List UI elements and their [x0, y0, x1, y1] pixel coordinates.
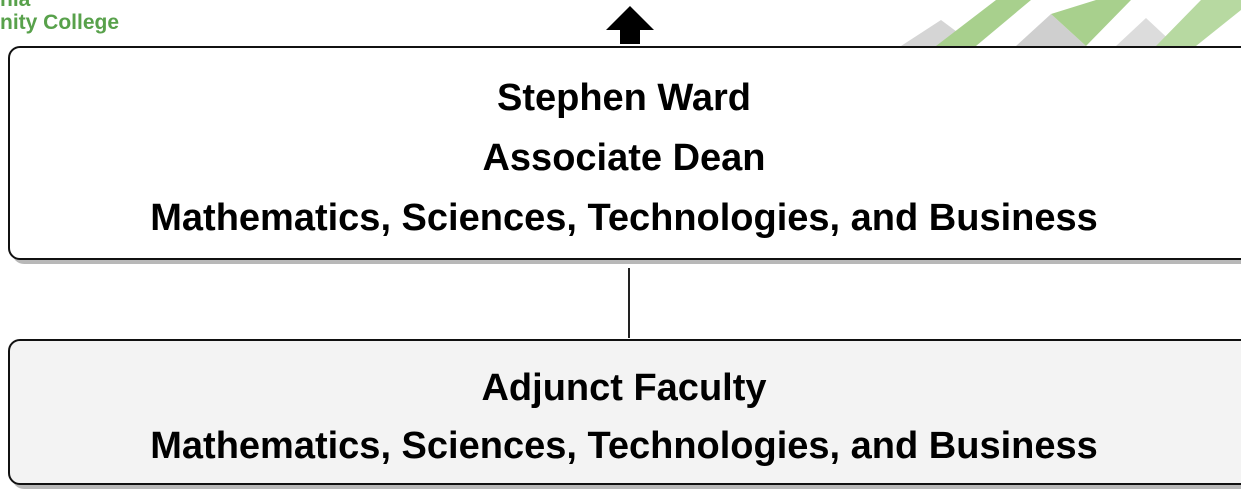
dean-title: Associate Dean — [482, 137, 766, 179]
connector-line — [628, 268, 630, 338]
logo-line-2: nity College — [0, 11, 120, 34]
decor-shape-green-2 — [1051, 0, 1131, 46]
faculty-box: Adjunct Faculty Mathematics, Sciences, T… — [8, 339, 1241, 485]
dean-box: Stephen Ward Associate Dean Mathematics,… — [8, 46, 1241, 260]
college-logo-text: nia nity College — [0, 0, 170, 34]
logo-line-1: nia — [0, 0, 170, 11]
faculty-division: Mathematics, Sciences, Technologies, and… — [150, 425, 1098, 467]
decor-shape-green-1 — [936, 0, 1031, 46]
up-arrow-icon — [606, 6, 654, 44]
dean-division: Mathematics, Sciences, Technologies, and… — [150, 197, 1098, 239]
decor-shape-green-3 — [1156, 0, 1241, 46]
chevron-pattern-decoration — [901, 0, 1241, 46]
faculty-title: Adjunct Faculty — [481, 367, 767, 409]
decor-shape-gray-3 — [1116, 18, 1176, 46]
decor-shape-gray-2 — [1016, 14, 1086, 46]
dean-name: Stephen Ward — [496, 77, 752, 119]
